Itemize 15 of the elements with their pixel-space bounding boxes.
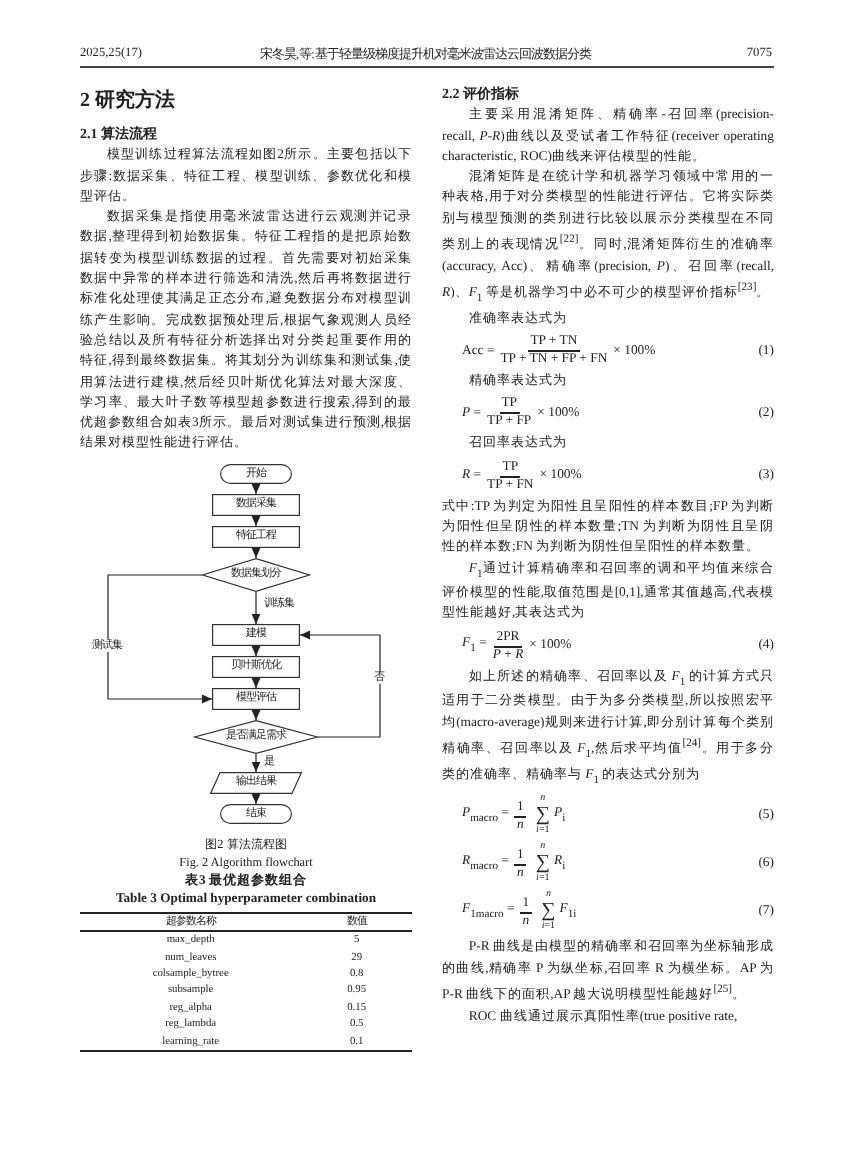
arrow: [251, 590, 261, 625]
arrow: [251, 482, 261, 495]
sum-symbol: ∑: [535, 854, 550, 875]
section-heading: 2 研究方法: [80, 88, 177, 116]
arrow: [251, 676, 261, 689]
arrow: [251, 752, 261, 773]
arrow: [251, 514, 261, 527]
sum-symbol: ∑: [541, 902, 556, 923]
arrow: [251, 546, 261, 559]
arrow: [107, 573, 213, 703]
sum-symbol: ∑: [535, 806, 550, 827]
arrow: [251, 792, 261, 805]
arrow: [299, 630, 381, 738]
arrow: [251, 644, 261, 657]
arrow: [251, 708, 261, 721]
